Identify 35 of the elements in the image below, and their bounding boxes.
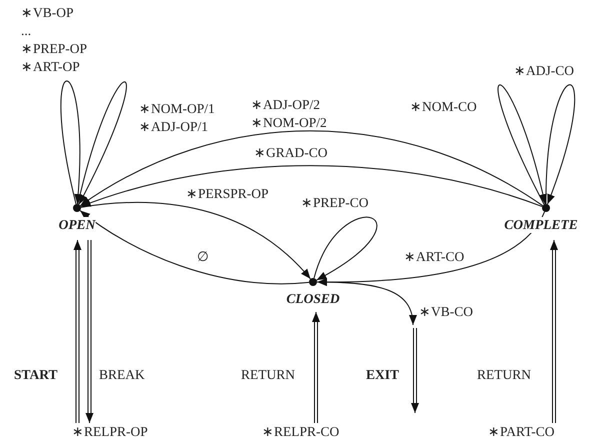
arrow: [80, 210, 310, 284]
edge-label: ∗ADJ-CO: [513, 62, 576, 80]
category-label: ∗RELPR-CO: [262, 423, 340, 441]
edge-label: RETURN: [240, 366, 296, 384]
loop-arrow: [545, 84, 576, 205]
category-label: ∗PART-CO: [488, 423, 554, 441]
double-arrow: [312, 312, 320, 424]
state-label: COMPLETE: [504, 217, 578, 233]
edge-label: ∅: [196, 248, 210, 266]
exit-label: EXIT: [366, 366, 400, 384]
edge-label: ∗ART-CO: [403, 248, 466, 266]
edge-label: ∗VB-OP ... ∗PREP-OP ∗ART-OP: [20, 4, 88, 76]
edge-label: START: [13, 366, 59, 384]
double-arrow: [550, 240, 558, 424]
arrow: [80, 202, 311, 280]
arrow: [316, 211, 546, 286]
loop-arrow: [314, 216, 378, 281]
loop-arrow: [498, 84, 547, 205]
arrow: [316, 282, 416, 326]
category-label: ∗RELPR-OP: [72, 423, 148, 441]
double-arrow: [86, 240, 94, 424]
edge-label: RETURN: [476, 366, 532, 384]
arrow: [80, 130, 544, 206]
edge-label: ∗ADJ-OP/2 ∗NOM-OP/2: [250, 96, 328, 132]
edge-label: ∗PREP-CO: [300, 194, 370, 212]
edge-label: ∗VB-CO: [418, 303, 474, 321]
edge-label: ∗PERSPR-OP: [185, 185, 270, 203]
edge-label: ∗GRAD-CO: [253, 144, 329, 162]
edge-label: ∗NOM-CO: [409, 98, 478, 116]
double-arrow: [74, 240, 82, 424]
edge-label: BREAK: [98, 366, 146, 384]
arrow: [80, 165, 543, 208]
loop-arrow: [60, 80, 82, 205]
loop-arrow: [77, 81, 127, 205]
edge-label: ∗NOM-OP/1 ∗ADJ-OP/1: [138, 100, 216, 136]
